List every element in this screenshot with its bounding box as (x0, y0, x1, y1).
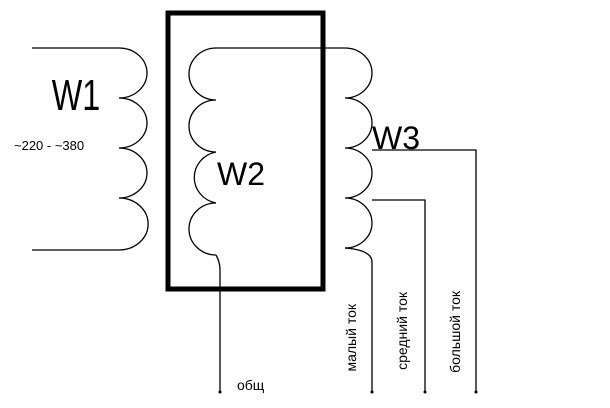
high-current-label: большой ток (447, 290, 463, 373)
w2-coil (188, 47, 217, 256)
w3-label: W3 (372, 120, 420, 156)
w3-medium-tap-lead (372, 199, 426, 392)
w1-label: W1 (52, 71, 100, 120)
medium-current-terminal-dot (423, 390, 427, 394)
w2-label: W2 (217, 156, 265, 192)
supply-voltage-label: ~220 - ~380 (14, 138, 84, 153)
medium-current-label: средний ток (394, 291, 410, 370)
low-current-terminal-dot (370, 390, 374, 394)
high-current-terminal-dot (474, 390, 478, 394)
common-terminal-dot (218, 390, 222, 394)
w2-common-lead (215, 254, 221, 392)
w3-coil (344, 47, 373, 249)
w3-high-tap-lead (372, 149, 477, 392)
transformer-core (165, 10, 326, 292)
w1-coil (118, 47, 149, 251)
w3-low-tap-lead (344, 247, 373, 392)
common-terminal-label: общ (237, 377, 265, 393)
low-current-label: малый ток (343, 303, 359, 371)
